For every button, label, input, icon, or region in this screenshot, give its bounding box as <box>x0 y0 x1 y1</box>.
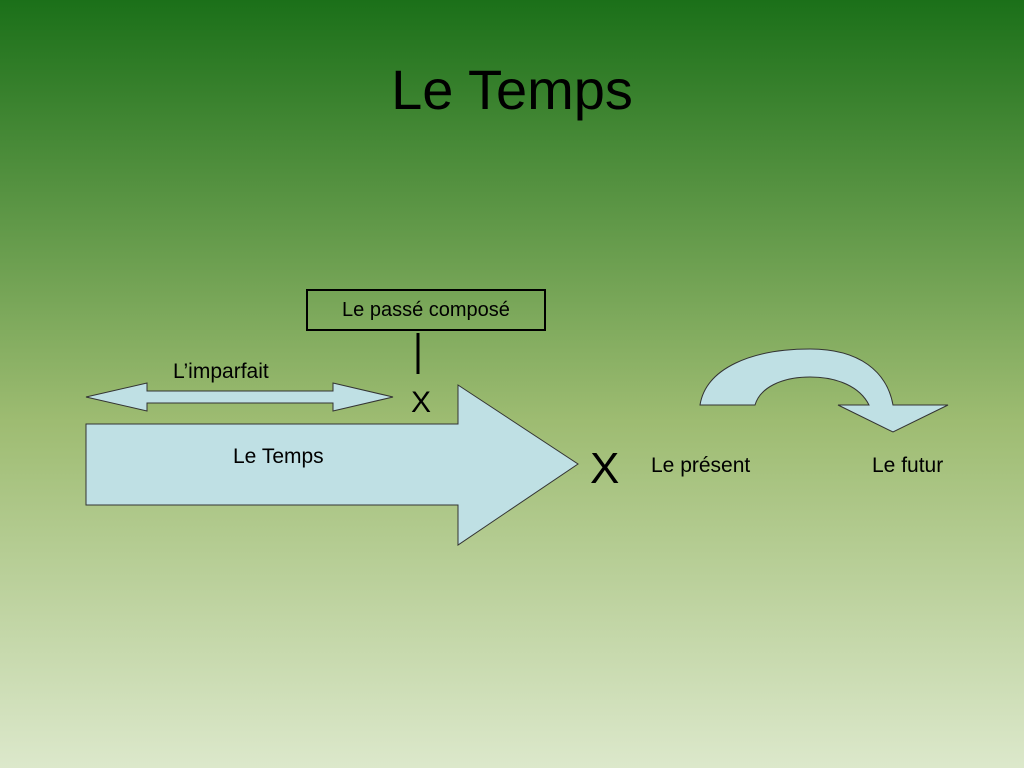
passe-compose-box: Le passé composé <box>306 289 546 331</box>
passe-compose-marker: X <box>411 386 432 419</box>
time-arrow-label: Le Temps <box>233 445 324 468</box>
future-curved-arrow <box>699 348 949 433</box>
passe-compose-label: Le passé composé <box>342 298 510 321</box>
present-marker: X <box>590 444 620 493</box>
time-block-arrow <box>85 384 579 546</box>
imparfait-label: L’imparfait <box>173 360 269 383</box>
present-label: Le présent <box>651 454 751 477</box>
imparfait-double-arrow <box>85 382 394 412</box>
futur-label: Le futur <box>872 454 944 477</box>
slide-title: Le Temps <box>391 58 633 121</box>
